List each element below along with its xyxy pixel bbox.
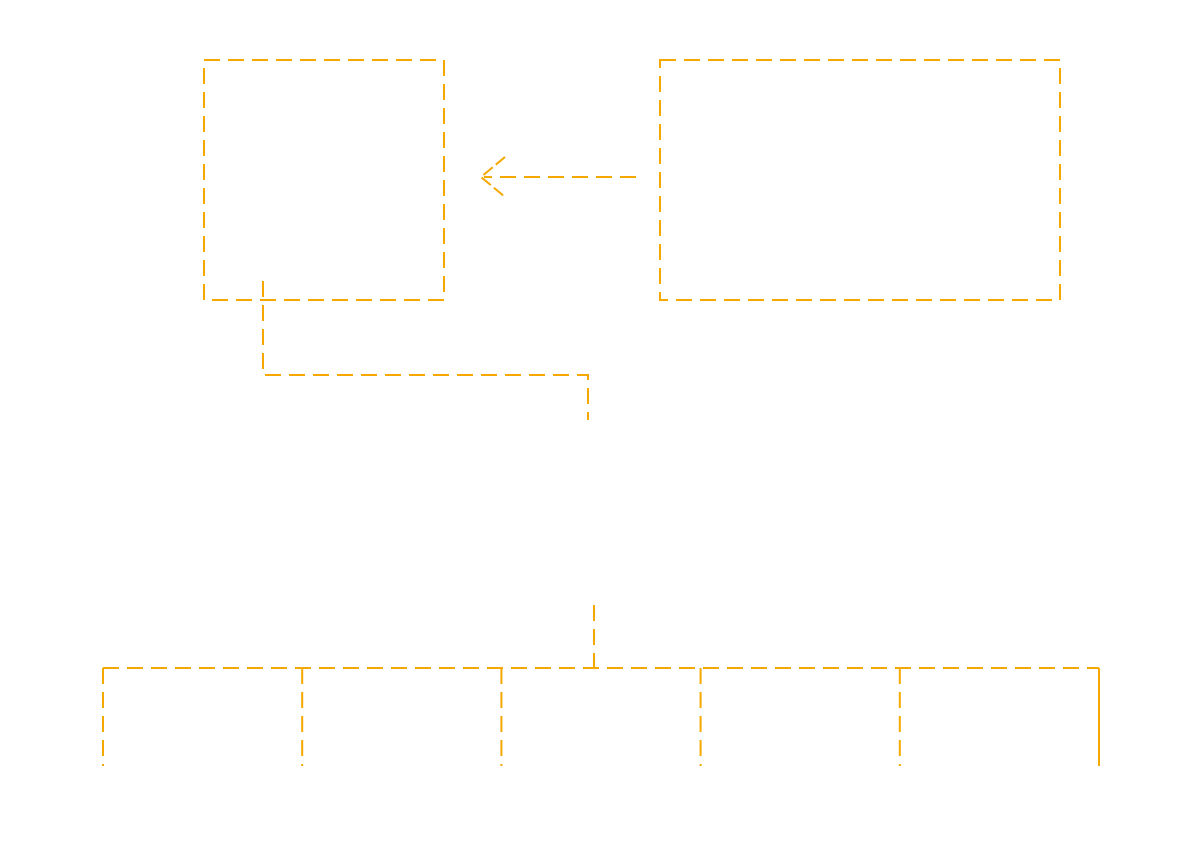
branch-group — [102, 668, 1100, 766]
arrow-head-icon — [479, 156, 506, 198]
node-box-left — [203, 59, 445, 301]
node-box-right — [659, 59, 1061, 301]
connector-upper — [262, 281, 589, 420]
